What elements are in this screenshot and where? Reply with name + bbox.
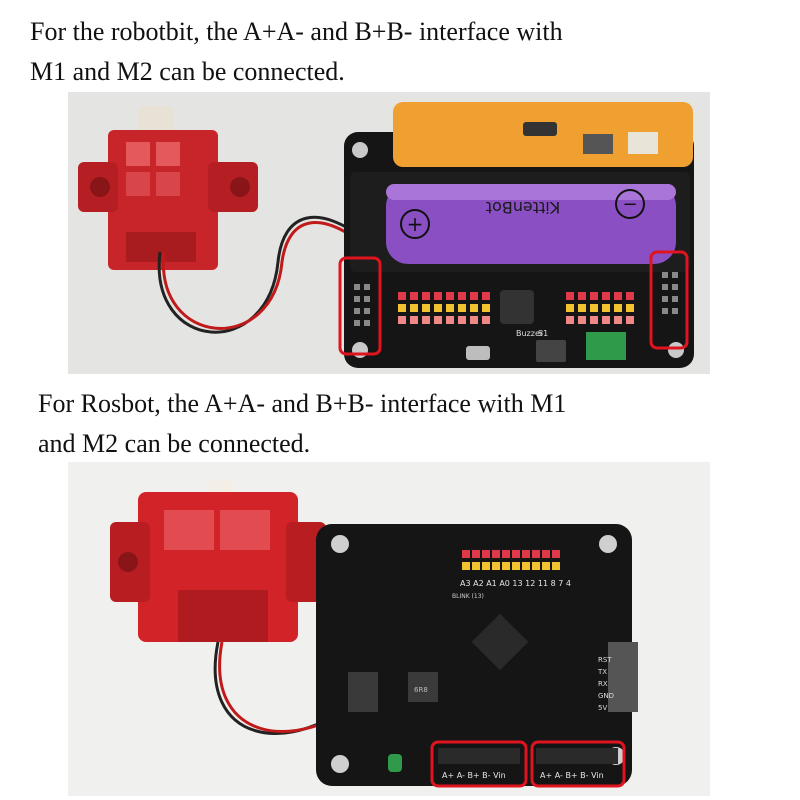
robotbit-caption-line2: M1 and M2 can be connected. xyxy=(30,57,345,86)
highlight-box-right xyxy=(649,250,689,350)
terminal-block xyxy=(586,332,626,360)
power-switch xyxy=(536,340,566,362)
bottom-left-pin-label: A+ A- B+ B- Vin xyxy=(442,771,506,780)
side-label-gnd: GND xyxy=(598,692,614,700)
buzzer-label: Buzzer xyxy=(516,329,544,338)
rosbot-caption-line2: and M2 can be connected. xyxy=(38,429,311,458)
robotbit-caption-line1: For the robotbit, the A+A- and B+B- inte… xyxy=(30,17,563,46)
bottom-right-pin-label: A+ A- B+ B- Vin xyxy=(540,771,604,780)
blink-label: BLINK (13) xyxy=(452,593,484,600)
pin-header-label: A3 A2 A1 A0 13 12 11 8 7 4 xyxy=(460,579,571,588)
highlight-box-left xyxy=(338,256,382,356)
side-labels: RST TX RX GND 5V xyxy=(597,656,614,712)
servo-motor xyxy=(78,106,258,270)
rosbot-photo: A3 A2 A1 A0 13 12 11 8 7 4 BLINK (13) 6R… xyxy=(68,462,710,796)
side-label-rst: RST xyxy=(598,656,612,664)
bottom-connectors: A+ A- B+ B- Vin A+ A- B+ B- Vin xyxy=(438,748,618,780)
ic-label: 6R8 xyxy=(414,686,428,694)
pin-headers xyxy=(354,272,678,326)
battery: + − KittenBot xyxy=(350,172,690,272)
highlight-box-right xyxy=(530,740,626,788)
highlight-box-left xyxy=(430,740,528,788)
side-label-tx: TX xyxy=(597,668,607,676)
robotbit-photo: + − KittenBot xyxy=(68,92,710,374)
rosbot-caption: For Rosbot, the A+A- and B+B- interface … xyxy=(38,384,778,464)
usb-port xyxy=(466,346,490,360)
side-label-rx: RX xyxy=(598,680,608,688)
orange-case xyxy=(393,102,693,167)
switch-label: S1 xyxy=(538,329,548,338)
side-label-5v: 5V xyxy=(598,704,607,712)
robotbit-caption: For the robotbit, the A+A- and B+B- inte… xyxy=(30,12,770,92)
rosbot-caption-line1: For Rosbot, the A+A- and B+B- interface … xyxy=(38,389,567,418)
svg-text:+: + xyxy=(407,212,424,236)
rosbot-board xyxy=(316,524,638,786)
top-pin-header: A3 A2 A1 A0 13 12 11 8 7 4 BLINK (13) 6R… xyxy=(414,550,571,694)
svg-text:−: − xyxy=(622,194,637,215)
servo-motor xyxy=(110,480,326,642)
battery-brand-text: KittenBot xyxy=(486,198,561,217)
